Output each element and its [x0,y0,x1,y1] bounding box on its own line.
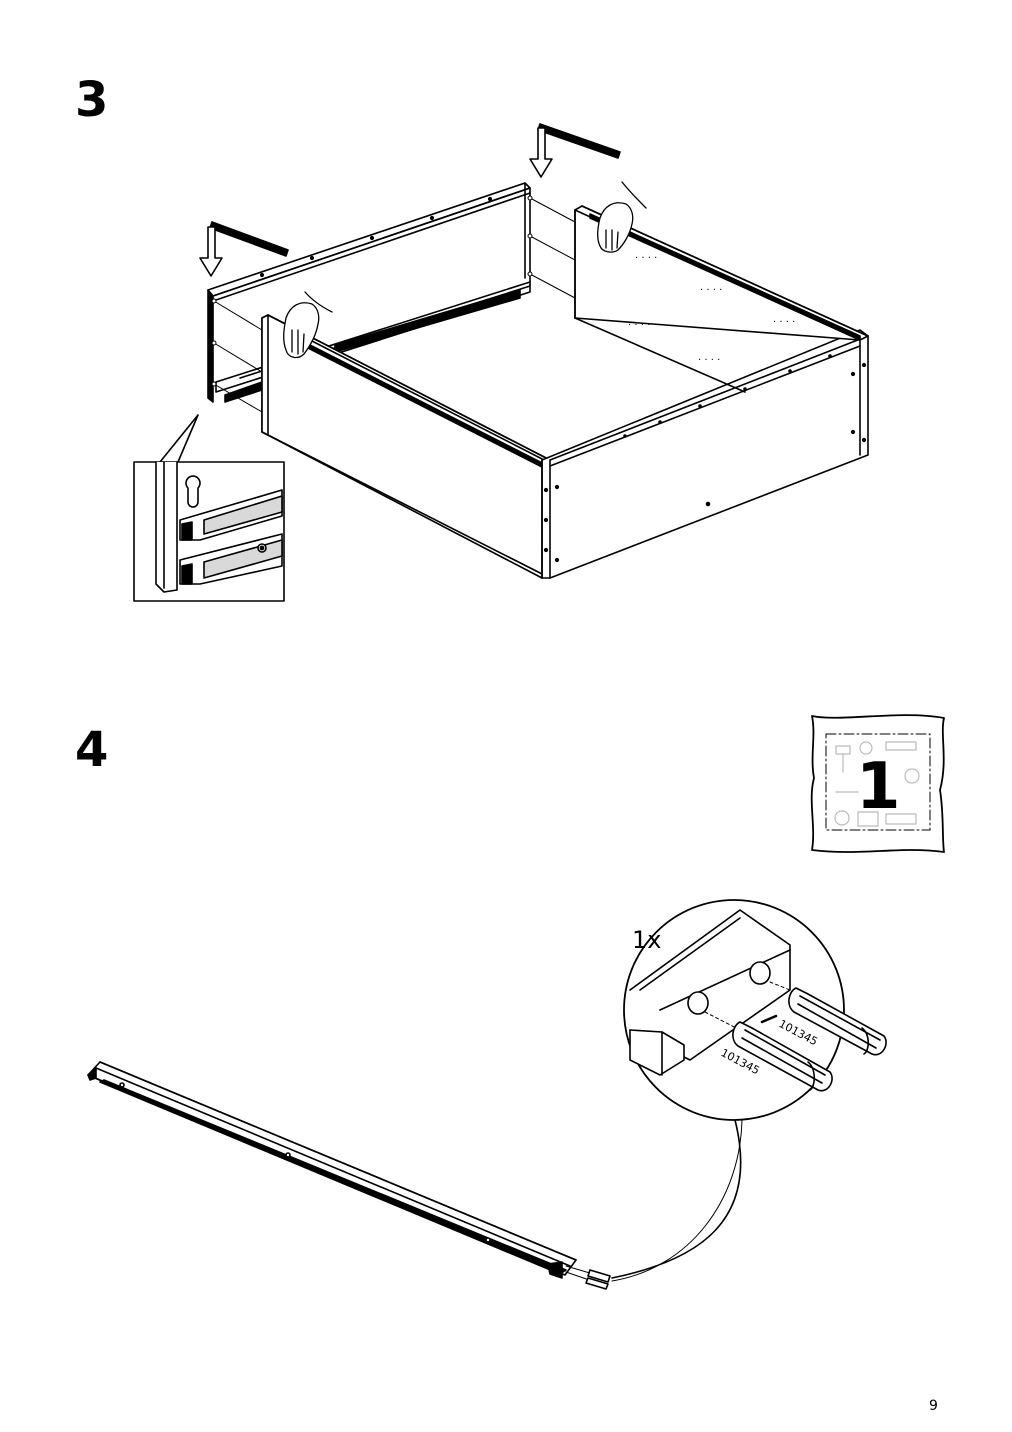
step-3-number: 3 [75,72,109,128]
step-4-number: 4 [75,722,109,778]
keyhole-detail-callout [133,414,285,602]
keyhole-icon [185,475,201,508]
page-number: 9 [929,1398,938,1414]
drawer-side-panel-left [261,314,551,579]
step-3-illustration: . . . . . . . . . . . . . . . . . . . . [133,123,869,602]
hand-icon [283,291,333,359]
callout-leader [611,1119,742,1279]
drawer-rail [87,1061,611,1290]
fitting-bag-icon: 1 [810,714,945,853]
svg-text:. . . .: . . . . [698,352,720,363]
down-arrow-icon [529,123,621,178]
svg-text:. . . .: . . . . [628,317,650,328]
dowel-icon [732,1021,833,1092]
fitting-bag-number: 1 [856,750,901,824]
dowel-icon [585,1269,611,1290]
svg-text:. . . .: . . . . [700,282,722,293]
svg-text:. . . .: . . . . [773,314,795,325]
step-4-illustration: 1 1x [87,714,945,1290]
dowel-detail-callout: 1x 101345 101345 [623,899,887,1121]
drawer-front-panel [541,329,869,579]
hand-icon [597,181,647,253]
drawer-side-panel-right: . . . . . . . . . . . . . . . . . . . . [574,205,869,393]
dowel-guide-lines [211,195,576,413]
down-arrow-icon [199,221,289,277]
quantity-label: 1x [632,926,661,954]
svg-text:. . . .: . . . . [635,250,657,261]
dowel-icon [788,987,887,1056]
